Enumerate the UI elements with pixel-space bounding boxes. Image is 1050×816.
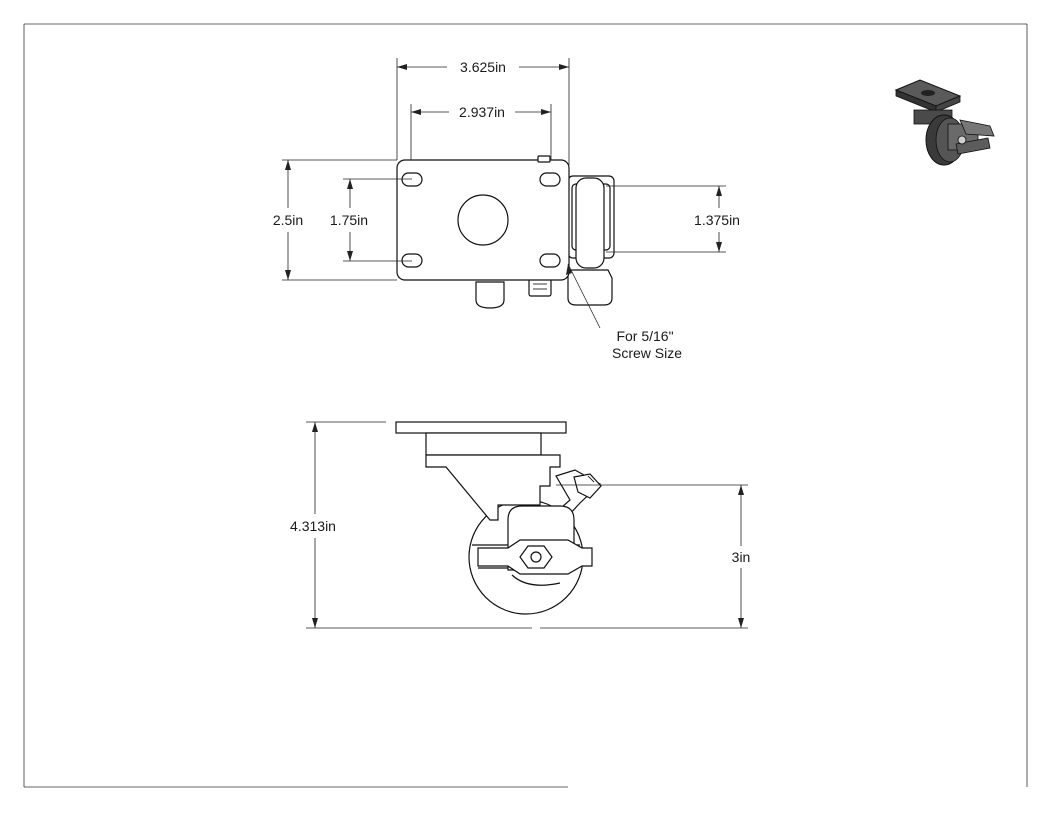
note-screw-line1: For 5/16" xyxy=(616,328,673,344)
note-screw-line2: Screw Size xyxy=(612,345,682,361)
sheet-frame xyxy=(23,23,1028,788)
dim-label-hole-spacing-length: 1.75in xyxy=(330,212,368,228)
side-view xyxy=(395,421,602,615)
isometric-caster-image xyxy=(894,79,995,166)
side-view-dimensions xyxy=(306,421,748,629)
dim-label-hole-spacing-width: 2.937in xyxy=(459,104,505,120)
dim-label-plate-length: 2.5in xyxy=(273,212,303,228)
top-view xyxy=(396,155,615,309)
dim-label-wheel-diameter: 3in xyxy=(732,549,751,565)
dim-label-overall-height: 4.313in xyxy=(290,518,336,534)
dim-label-brake-width: 1.375in xyxy=(694,212,740,228)
top-view-dimensions xyxy=(282,58,726,329)
dim-label-overall-width: 3.625in xyxy=(460,59,506,75)
